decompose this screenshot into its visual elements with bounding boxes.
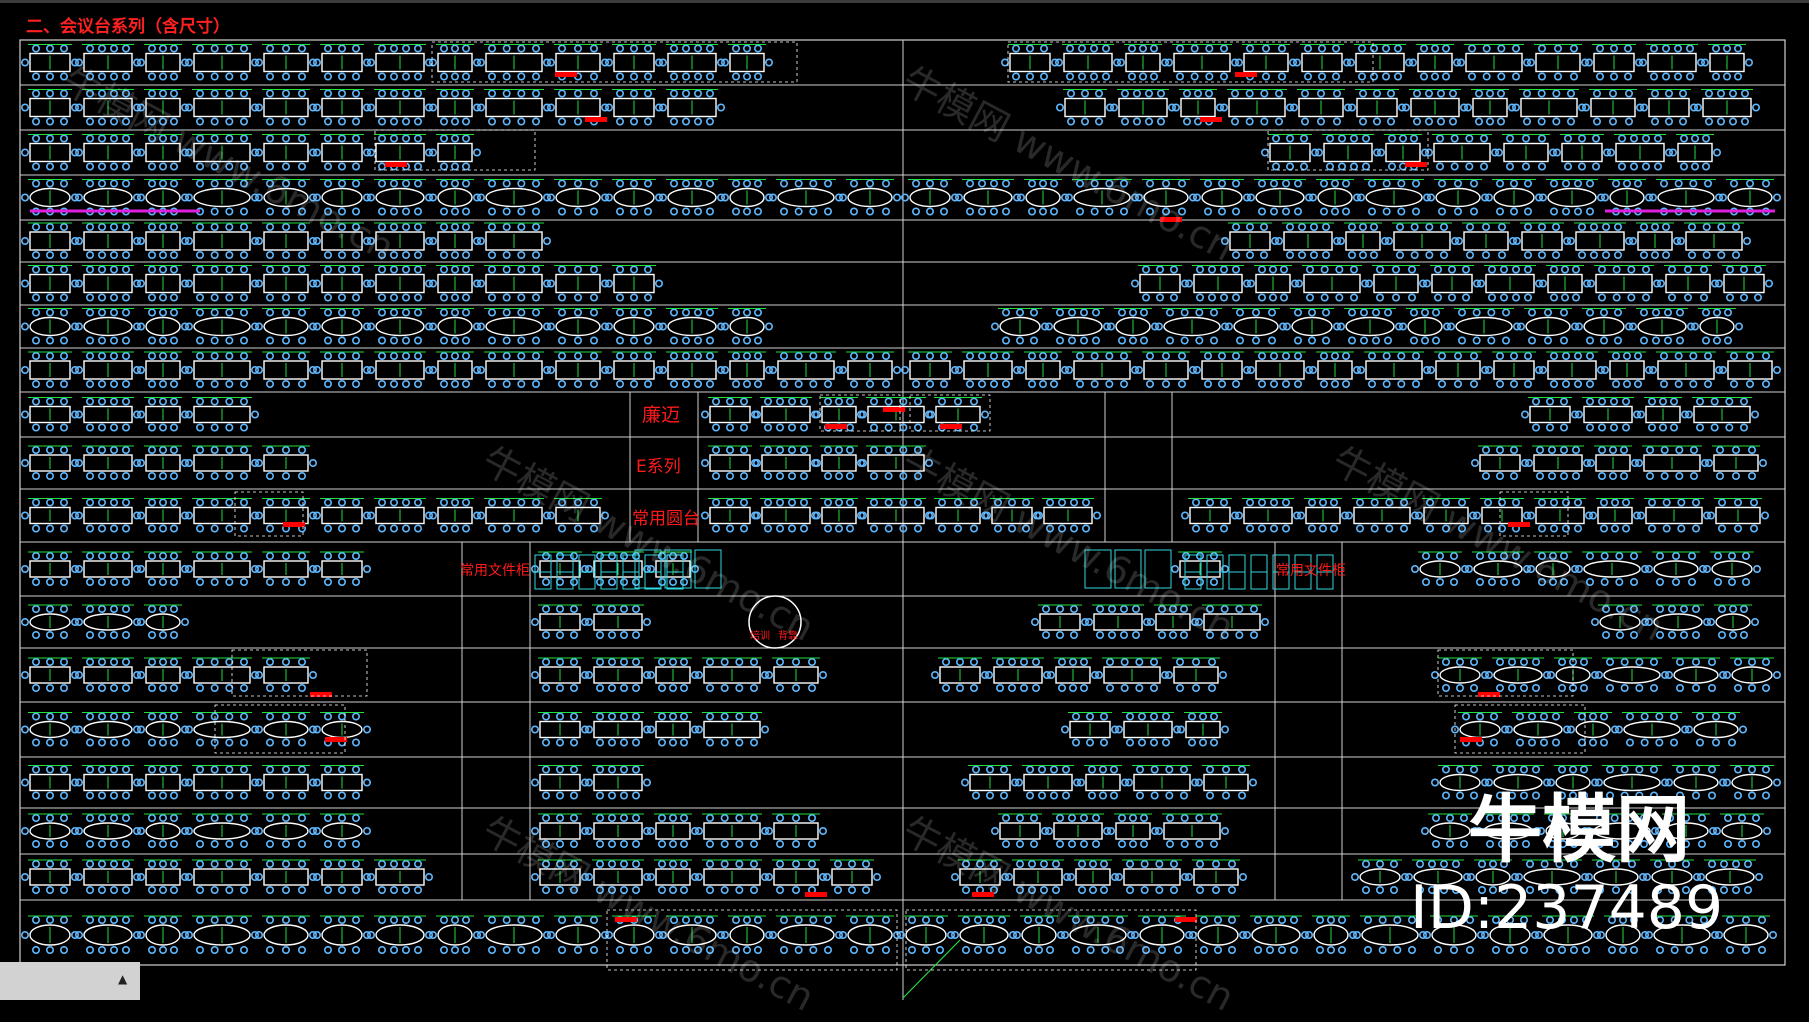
label-e-series: E系列 — [636, 457, 681, 477]
label-file-cabinet-right: 常用文件柜 — [1276, 563, 1346, 579]
badge-label-right: 背靠 — [778, 631, 798, 642]
badge-label-left: 培训 — [750, 631, 770, 642]
status-corner-panel[interactable] — [0, 962, 140, 1000]
conference-table-grid — [19, 39, 1786, 1000]
corner-arrow-icon[interactable]: ▲ — [118, 972, 128, 986]
label-lianmai: 廉迈 — [642, 404, 681, 426]
watermark-id: ID:237489 — [1410, 873, 1724, 943]
label-file-cabinet-left: 常用文件柜 — [460, 563, 530, 579]
drawing-title: 二、会议台系列（含尺寸） — [26, 17, 230, 37]
watermark-brand-logo: 牛模网 — [1468, 787, 1690, 873]
label-round-table: 常用圆台 — [632, 509, 700, 529]
top-border — [0, 0, 1809, 3]
